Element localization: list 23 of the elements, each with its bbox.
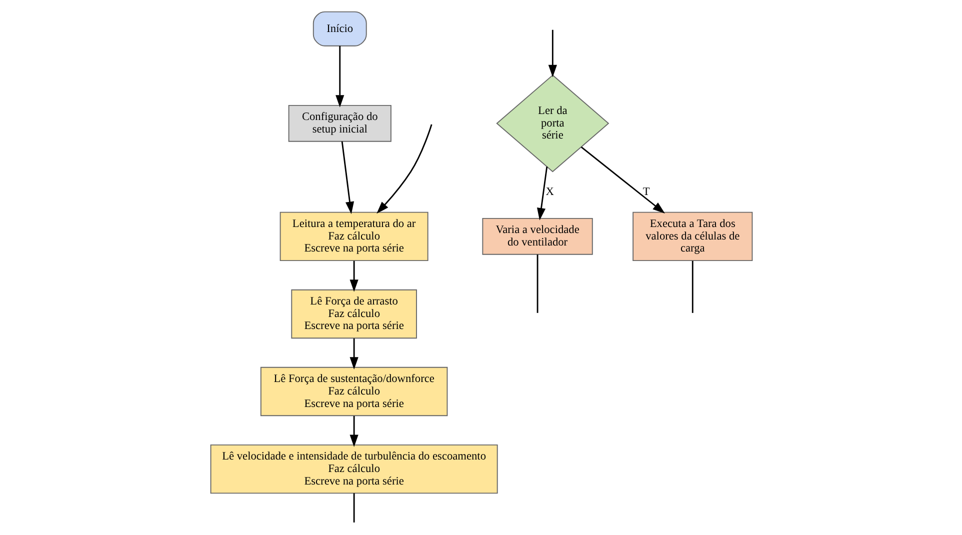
- arrow: [349, 416, 358, 448]
- arrow: [536, 166, 548, 220]
- node-box: Leitura a temperatura do ar Faz cálculo Escreve na porta série: [279, 212, 428, 262]
- node-diamond: Ler da porta série: [496, 74, 609, 172]
- arrow: [349, 260, 358, 292]
- node-box: Executa a Tara dos valores da células de carga: [632, 212, 752, 262]
- node-box: Configuração do setup inicial: [288, 104, 391, 142]
- node-box: Lê velocidade e intensidade de turbulência do escoamento Faz cálculo Escreve na porta série: [210, 444, 498, 494]
- connector: [536, 254, 538, 313]
- node-box: Início: [312, 11, 366, 46]
- arrow: [340, 141, 354, 214]
- arrow: [335, 46, 344, 108]
- arrow: [580, 146, 664, 214]
- connector: [352, 493, 354, 522]
- node-box: Varia a velocidade do ventilador: [482, 218, 592, 255]
- arrow: [376, 124, 432, 214]
- node-box: Lê Força de arrasto Faz cálculo Escreve na porta série: [290, 289, 416, 339]
- edge-label: X: [545, 186, 554, 198]
- arrow: [349, 338, 358, 370]
- arrow: [548, 30, 556, 78]
- node-box: Lê Força de sustentação/downforce Faz cálculo Escreve na porta série: [260, 366, 448, 416]
- edge-label: T: [642, 186, 650, 198]
- connector: [691, 260, 693, 313]
